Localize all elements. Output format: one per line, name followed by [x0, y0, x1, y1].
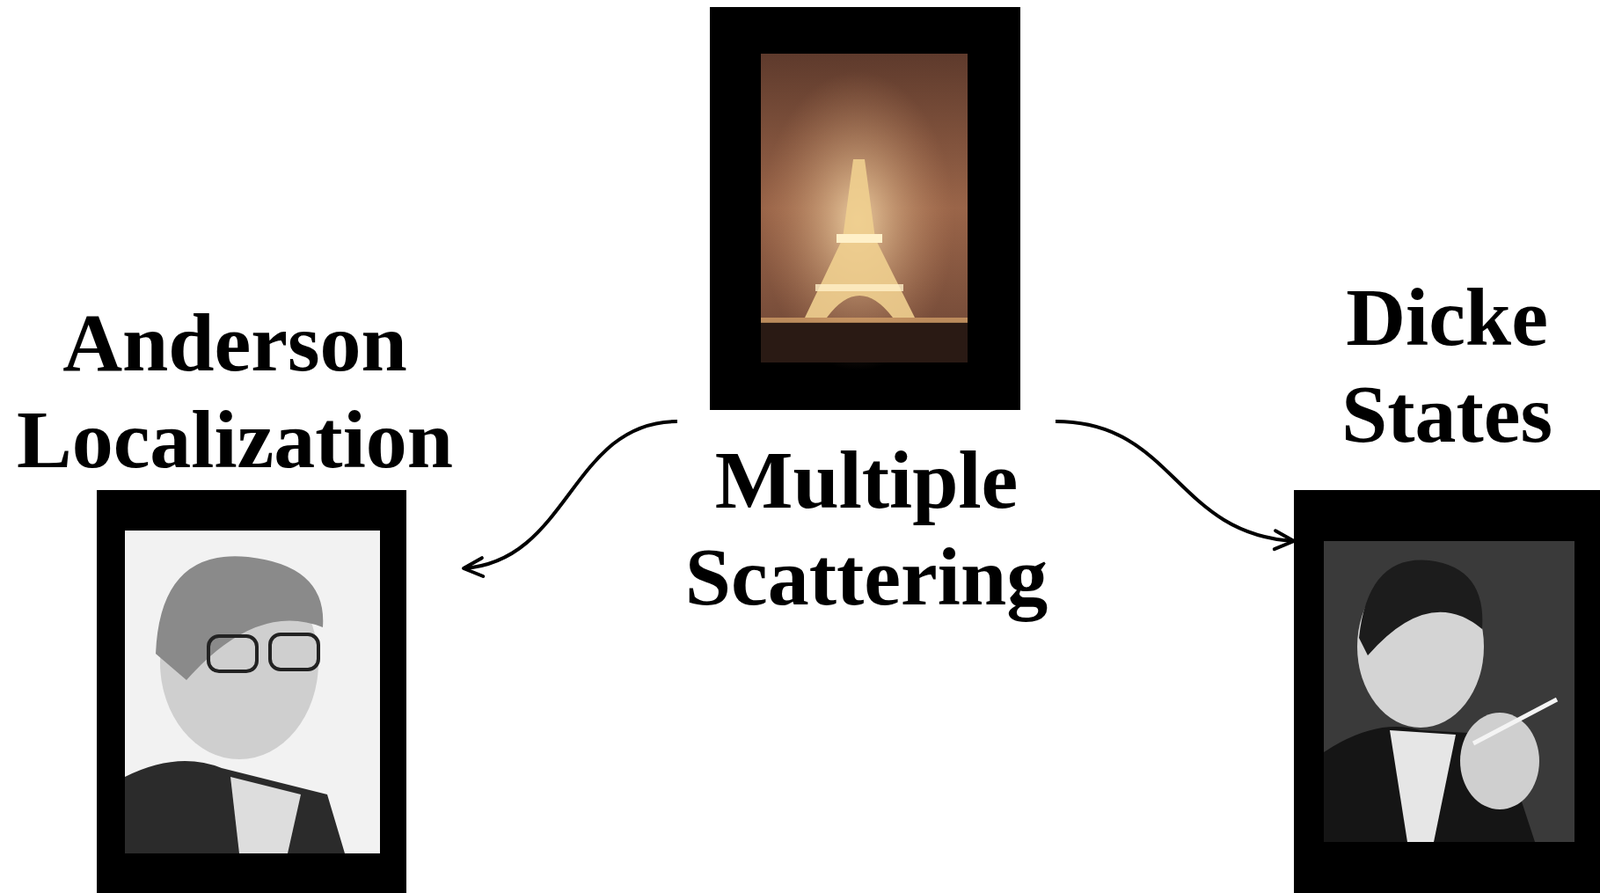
text-holder: Dicke States: [1293, 268, 1600, 462]
arrow-line: [463, 421, 678, 569]
framed-photo: [1293, 489, 1600, 893]
curved-arrow: [1055, 421, 1294, 549]
framed-photo: [709, 7, 1021, 410]
photo-node: Multiple Scattering: [677, 7, 1056, 623]
node-heading: Dicke States: [1293, 268, 1600, 462]
arrow-head: [1274, 530, 1294, 549]
photo-node: Dicke States: [1293, 268, 1600, 893]
node-heading: Multiple Scattering: [677, 431, 1056, 625]
photo-node: Anderson Localization: [6, 293, 464, 893]
text-holder: Anderson Localization: [6, 293, 464, 488]
arrow-line: [1055, 421, 1294, 541]
text-holder: Multiple Scattering: [677, 7, 1056, 625]
curved-arrow: [463, 421, 678, 577]
arrow-head: [463, 557, 483, 577]
framed-photo: [96, 489, 407, 893]
node-heading: Anderson Localization: [6, 293, 464, 488]
